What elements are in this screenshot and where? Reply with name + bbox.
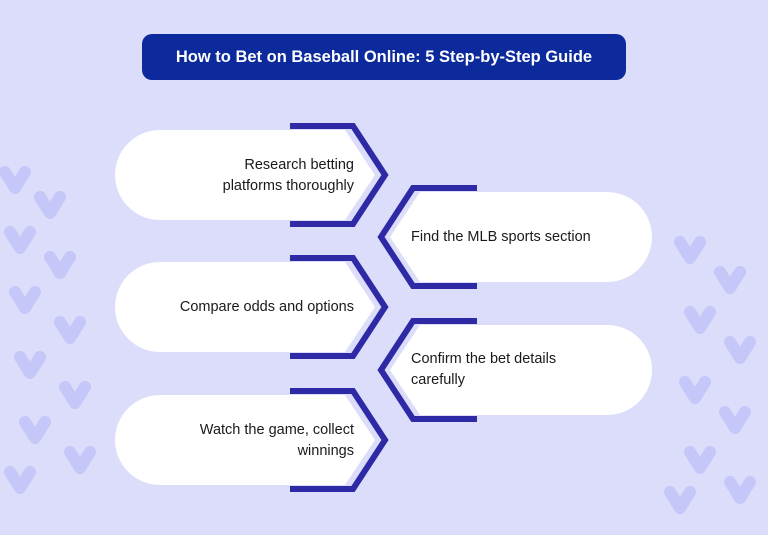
chevron-decor-icon	[54, 316, 86, 344]
step-2-line1: Find the MLB sports section	[411, 229, 591, 245]
step-5-line1: Watch the game, collect	[199, 422, 354, 438]
chevron-decor-icon	[0, 166, 31, 194]
step-1-card	[115, 123, 389, 227]
card-shape	[115, 130, 375, 220]
chevron-decor-icon	[9, 286, 41, 314]
chevron-decor-icon	[724, 476, 756, 504]
chevron-decor-icon	[684, 306, 716, 334]
chevron-decor-icon	[44, 251, 76, 279]
step-3-label: Compare odds and options	[180, 297, 354, 318]
chevron-decor-icon	[14, 351, 46, 379]
decorative-chevrons	[0, 166, 756, 514]
chevron-decor-icon	[679, 376, 711, 404]
chevron-decor-icon	[4, 466, 36, 494]
chevron-border	[377, 318, 477, 422]
chevron-decor-icon	[4, 226, 36, 254]
step-1-line1: Research betting	[244, 157, 354, 173]
card-shape	[390, 325, 652, 415]
step-1-label: Research betting platforms thoroughly	[223, 155, 354, 197]
step-2-card	[377, 185, 652, 289]
chevron-decor-icon	[719, 406, 751, 434]
card-shape	[390, 192, 652, 282]
step-4-line2: carefully	[411, 372, 465, 388]
step-3-card	[115, 255, 389, 359]
step-4-line1: Confirm the bet details	[411, 351, 557, 367]
card-shape	[115, 262, 375, 352]
step-5-line2: winnings	[297, 443, 354, 459]
step-4-card	[377, 318, 652, 422]
step-2-label: Find the MLB sports section	[411, 227, 591, 248]
chevron-decor-icon	[684, 446, 716, 474]
page-title: How to Bet on Baseball Online: 5 Step-by…	[142, 34, 626, 80]
chevron-decor-icon	[714, 266, 746, 294]
chevron-border	[290, 255, 389, 359]
step-3-line1: Compare odds and options	[179, 299, 354, 315]
chevron-decor-icon	[724, 336, 756, 364]
chevron-decor-icon	[19, 416, 51, 444]
step-5-label: Watch the game, collect winnings	[200, 420, 354, 462]
step-4-label: Confirm the bet details carefully	[411, 349, 556, 391]
card-shape	[115, 395, 375, 485]
chevron-border	[377, 185, 477, 289]
chevron-decor-icon	[59, 381, 91, 409]
chevron-border	[290, 123, 389, 227]
chevron-decor-icon	[34, 191, 66, 219]
step-1-line2: platforms thoroughly	[222, 178, 354, 194]
chevron-border	[290, 388, 389, 492]
chevron-decor-icon	[664, 486, 696, 514]
chevron-decor-icon	[64, 446, 96, 474]
step-5-card	[115, 388, 389, 492]
chevron-decor-icon	[674, 236, 706, 264]
